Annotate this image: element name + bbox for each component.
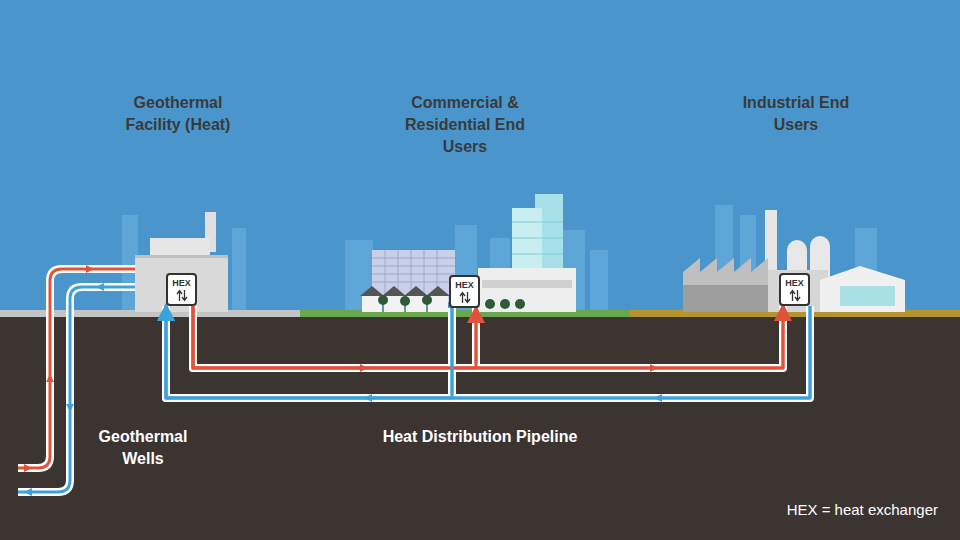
pipe-connector (166, 306, 810, 398)
city-silhouette (122, 205, 877, 312)
industrial-plant (683, 210, 905, 312)
geothermal-facility (135, 212, 228, 312)
exchange-icon (176, 289, 188, 302)
heat-exchanger-label: HEX (785, 278, 804, 288)
exchange-icon (789, 289, 801, 302)
heat-exchanger-box: HEX (779, 273, 810, 306)
commercial-residential (360, 194, 576, 312)
pipe-connector (166, 306, 452, 398)
geothermal-wells (18, 269, 135, 492)
ground-grass (300, 310, 630, 317)
pipe-connector (193, 306, 476, 368)
wells-label: Geothermal Wells (88, 426, 198, 470)
end-user-label: Industrial End Users (731, 92, 861, 136)
exchange-icon (459, 291, 471, 304)
abbreviation-note: HEX = heat exchanger (787, 501, 938, 518)
heat-exchanger-label: HEX (172, 278, 191, 288)
end-user-label: Commercial & Residential End Users (400, 92, 530, 158)
heat-exchanger-box: HEX (166, 273, 197, 306)
pipeline-label: Heat Distribution Pipeline (340, 426, 620, 448)
heat-exchanger-box: HEX (449, 275, 480, 308)
heat-exchanger-label: HEX (455, 280, 474, 290)
pipe-connector (193, 306, 783, 368)
facility-label: Geothermal Facility (Heat) (108, 92, 248, 136)
